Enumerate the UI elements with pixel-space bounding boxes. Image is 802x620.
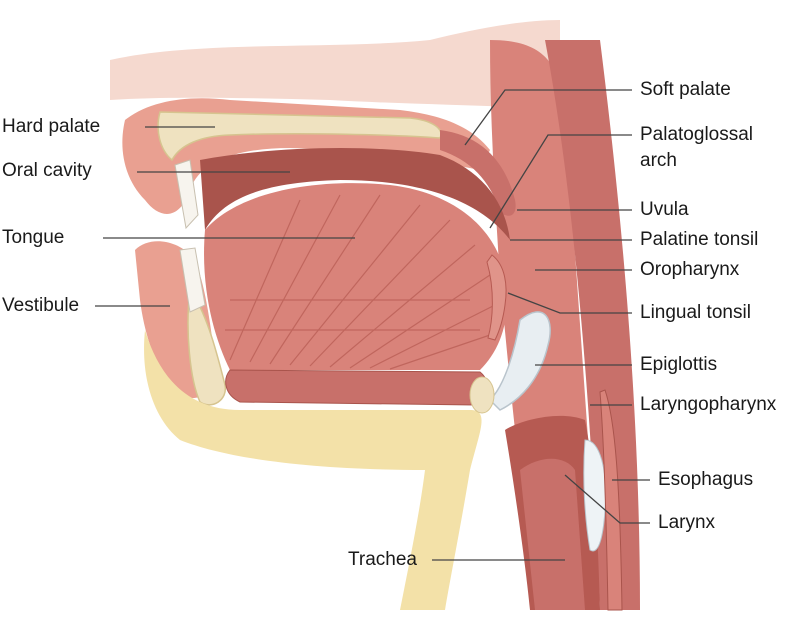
label-palatoglossal-line1: Palatoglossal (640, 124, 754, 145)
label-soft-palate: Soft palate (640, 79, 731, 100)
esophagus-strip (599, 389, 623, 611)
chin-neck-fat (144, 330, 482, 610)
label-palatoglossal-line2: arch (640, 150, 677, 171)
tongue-fibers (225, 194, 496, 370)
epiglottis-shape (488, 311, 551, 411)
label-uvula: Uvula (640, 199, 689, 220)
soft-palate-shape (440, 130, 516, 216)
leader-palatoglossal-arch (489, 134, 632, 229)
label-epiglottis: Epiglottis (640, 354, 718, 375)
label-oral-cavity: Oral cavity (2, 160, 92, 181)
label-lingual-tonsil: Lingual tonsil (640, 302, 751, 323)
label-palatine-tonsil: Palatine tonsil (640, 229, 759, 250)
label-tongue: Tongue (2, 227, 65, 248)
lingual-tonsil-shape (486, 254, 507, 341)
label-trachea: Trachea (348, 549, 417, 570)
label-esophagus: Esophagus (658, 469, 754, 490)
leader-soft-palate (464, 89, 632, 146)
label-oropharynx: Oropharynx (640, 259, 740, 280)
trachea-shape (520, 458, 585, 610)
lower-teeth (179, 247, 206, 313)
label-vestibule: Vestibule (2, 295, 80, 316)
tongue-body (204, 183, 508, 370)
leader-larynx (564, 474, 650, 524)
label-laryngopharynx: Laryngopharynx (640, 394, 777, 415)
upper-teeth (174, 159, 199, 230)
label-larynx: Larynx (658, 512, 716, 533)
oral-cavity-space (200, 148, 510, 240)
upper-face-skin (110, 20, 560, 110)
mandible-bone (187, 288, 227, 406)
leader-lingual-tonsil (507, 292, 632, 314)
label-hard-palate: Hard palate (2, 116, 101, 137)
hyoid-bone (469, 376, 495, 414)
